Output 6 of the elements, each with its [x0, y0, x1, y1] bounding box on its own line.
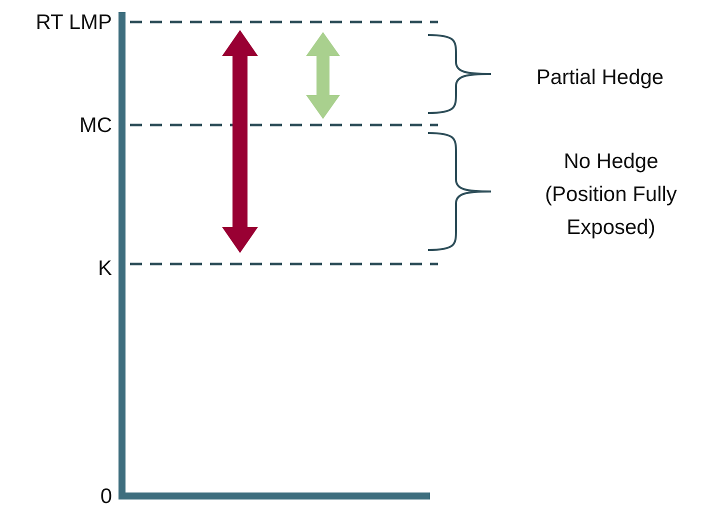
- axis-label: MC: [78, 113, 112, 139]
- bracket-label: Partial Hedge: [535, 65, 665, 91]
- bracket-label: No Hedge (Position Fully Exposed): [544, 149, 678, 241]
- axis-label: 0: [99, 484, 112, 506]
- axis-label: K: [96, 256, 112, 282]
- axis-label: RT LMP: [34, 10, 112, 36]
